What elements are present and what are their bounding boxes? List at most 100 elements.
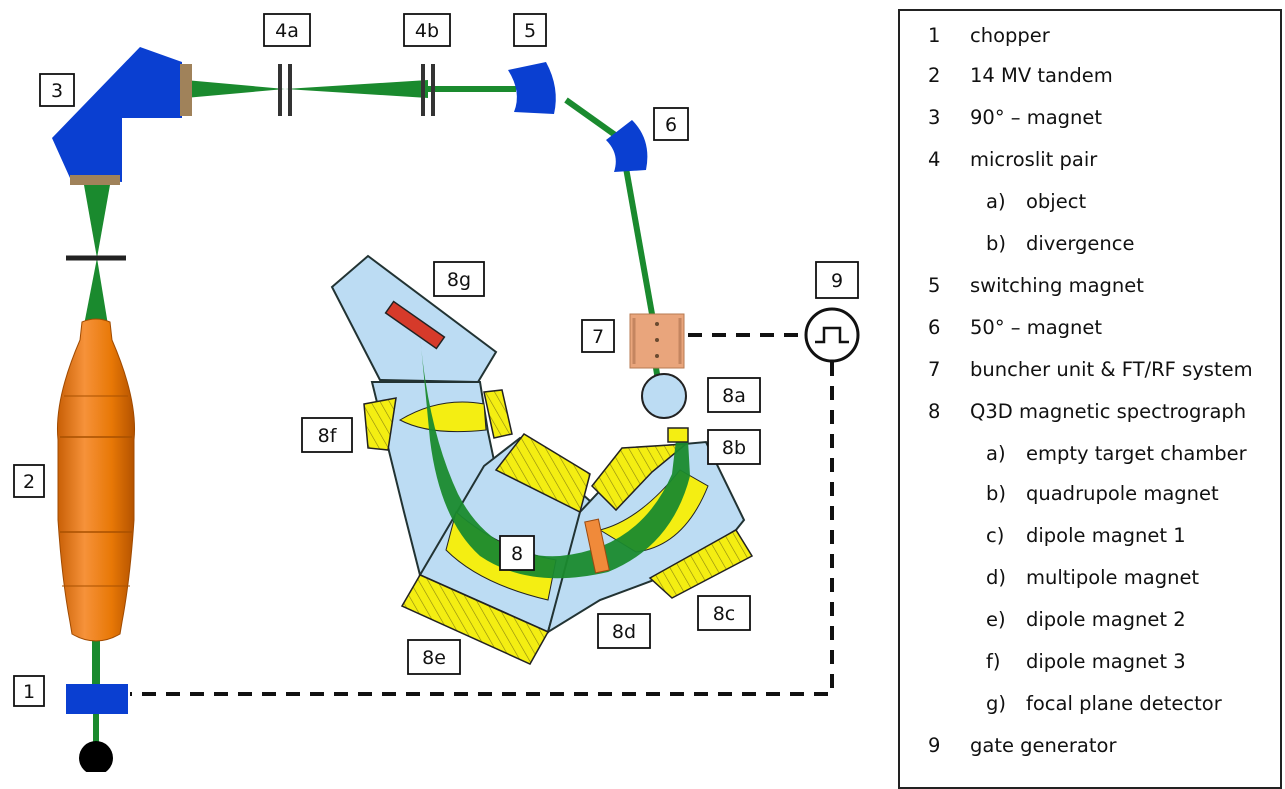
buncher-unit (629, 313, 685, 369)
legend-item: 4 microslit pair (900, 148, 1280, 176)
label-8g: 8g (447, 269, 471, 291)
quadrupole-magnet (667, 427, 689, 443)
legend-item: 3 90° – magnet (900, 106, 1280, 134)
legend-item: 7 buncher unit & FT/RF system (900, 358, 1280, 386)
magnet-90 (52, 47, 192, 185)
dipole3-pole (398, 401, 487, 433)
label-1: 1 (23, 681, 35, 703)
microslit-4a (278, 64, 292, 116)
beam-4a-to-4b (285, 80, 428, 98)
legend-number: 4 (928, 148, 941, 171)
legend-text: switching magnet (970, 274, 1144, 297)
magnet-50 (606, 120, 648, 172)
legend-item: 6 50° – magnet (900, 316, 1280, 344)
legend-item: b) divergence (900, 232, 1280, 260)
legend-number: 8 (928, 400, 941, 423)
dipole3-coil-left (363, 397, 397, 451)
label-8f: 8f (318, 425, 338, 447)
legend-text: 14 MV tandem (970, 64, 1113, 87)
legend-sub-text: object (1026, 190, 1087, 213)
dipole2-coil-top (494, 433, 591, 514)
label-6: 6 (665, 114, 677, 136)
microslit-4b (421, 64, 435, 116)
legend-item: a)empty target chamber (900, 442, 1280, 470)
legend-sub-text: dipole magnet 3 (1026, 650, 1186, 673)
legend-item: f) dipole magnet 3 (900, 650, 1280, 678)
legend-sub-letter: f) (986, 650, 1001, 673)
legend-number: 1 (928, 24, 941, 47)
beam-magnet3-to-4a (185, 80, 285, 98)
legend-item: e)dipole magnet 2 (900, 608, 1280, 636)
legend-box: 1 chopper 2 14 MV tandem 3 90° – magnet 4 micro… (898, 9, 1282, 789)
legend-item: 5 switching magnet (900, 274, 1280, 302)
label-texts: 1 2 3 4a 4b 5 6 9 7 8g 8f 8a 8b 8 8d 8c … (23, 20, 843, 703)
label-4b: 4b (415, 20, 439, 42)
label-8e: 8e (422, 647, 446, 669)
label-8a: 8a (722, 385, 746, 407)
legend-text: buncher unit & FT/RF system (970, 358, 1253, 381)
legend-sub-letter: g) (986, 692, 1006, 715)
legend-item: d) multipole magnet (900, 566, 1280, 594)
dipole1-coil-bottom (648, 528, 754, 599)
label-2: 2 (23, 471, 35, 493)
label-8d: 8d (612, 621, 636, 643)
legend-number: 6 (928, 316, 941, 339)
label-9: 9 (831, 270, 843, 292)
legend-item: a) object (900, 190, 1280, 218)
beam-6-to-7 (623, 167, 655, 315)
legend-sub-text: divergence (1026, 232, 1135, 255)
legend-sub-text: dipole magnet 1 (1026, 524, 1186, 547)
legend-number: 5 (928, 274, 941, 297)
legend-sub-text: quadrupole magnet (1026, 482, 1219, 505)
multipole-magnet (584, 518, 610, 574)
gate-generator (804, 307, 860, 363)
label-7: 7 (592, 326, 604, 348)
legend-item: 1 chopper (900, 24, 1280, 52)
legend-sub-letter: e) (986, 608, 1006, 631)
target-chamber (641, 373, 687, 419)
q3d-spectrograph (330, 254, 754, 665)
legend-sub-text: focal plane detector (1026, 692, 1222, 715)
legend-sub-letter: c) (986, 524, 1005, 547)
dipole3-coil-right (483, 389, 513, 439)
legend-text: gate generator (970, 734, 1117, 757)
beam-5-to-6 (564, 97, 620, 140)
label-boxes (13, 13, 859, 707)
legend-item: 9 gate generator (900, 734, 1280, 762)
timing-lines (130, 333, 834, 696)
label-8b: 8b (722, 437, 746, 459)
label-4a: 4a (275, 20, 299, 42)
legend-item: g) focal plane detector (900, 692, 1280, 720)
legend-text: microslit pair (970, 148, 1098, 171)
legend-number: 2 (928, 64, 941, 87)
legend-sub-text: empty target chamber (1026, 442, 1247, 465)
label-8c: 8c (713, 603, 736, 625)
beam-lines (84, 80, 661, 748)
legend-text: 50° – magnet (970, 316, 1103, 339)
legend-sub-letter: b) (986, 482, 1006, 505)
beamline-diagram: 1 2 3 4a 4b 5 6 9 7 8g 8f 8a 8b 8 8d 8c … (13, 13, 860, 772)
label-3: 3 (51, 80, 63, 102)
label-5: 5 (524, 20, 536, 42)
chopper (66, 684, 128, 714)
legend-text: 90° – magnet (970, 106, 1103, 129)
legend-number: 3 (928, 106, 941, 129)
legend-item: c) dipole magnet 1 (900, 524, 1280, 552)
legend-item: b) quadrupole magnet (900, 482, 1280, 510)
beam-tandem-to-slit (84, 258, 108, 325)
legend-text: chopper (970, 24, 1050, 47)
legend-sub-letter: b) (986, 232, 1006, 255)
legend-number: 9 (928, 734, 941, 757)
beam-slit-to-magnet3 (84, 185, 110, 258)
dipole1-coil-top (590, 443, 689, 512)
switching-magnet (508, 62, 556, 114)
dipole2-coil-bottom (400, 574, 550, 665)
tandem-accelerator (57, 318, 135, 642)
focal-plane-detector (384, 300, 446, 350)
legend-sub-text: multipole magnet (1026, 566, 1200, 589)
legend-sub-letter: a) (986, 190, 1006, 213)
label-8: 8 (511, 543, 523, 565)
legend-sub-letter: d) (986, 566, 1006, 589)
legend-number: 7 (928, 358, 941, 381)
